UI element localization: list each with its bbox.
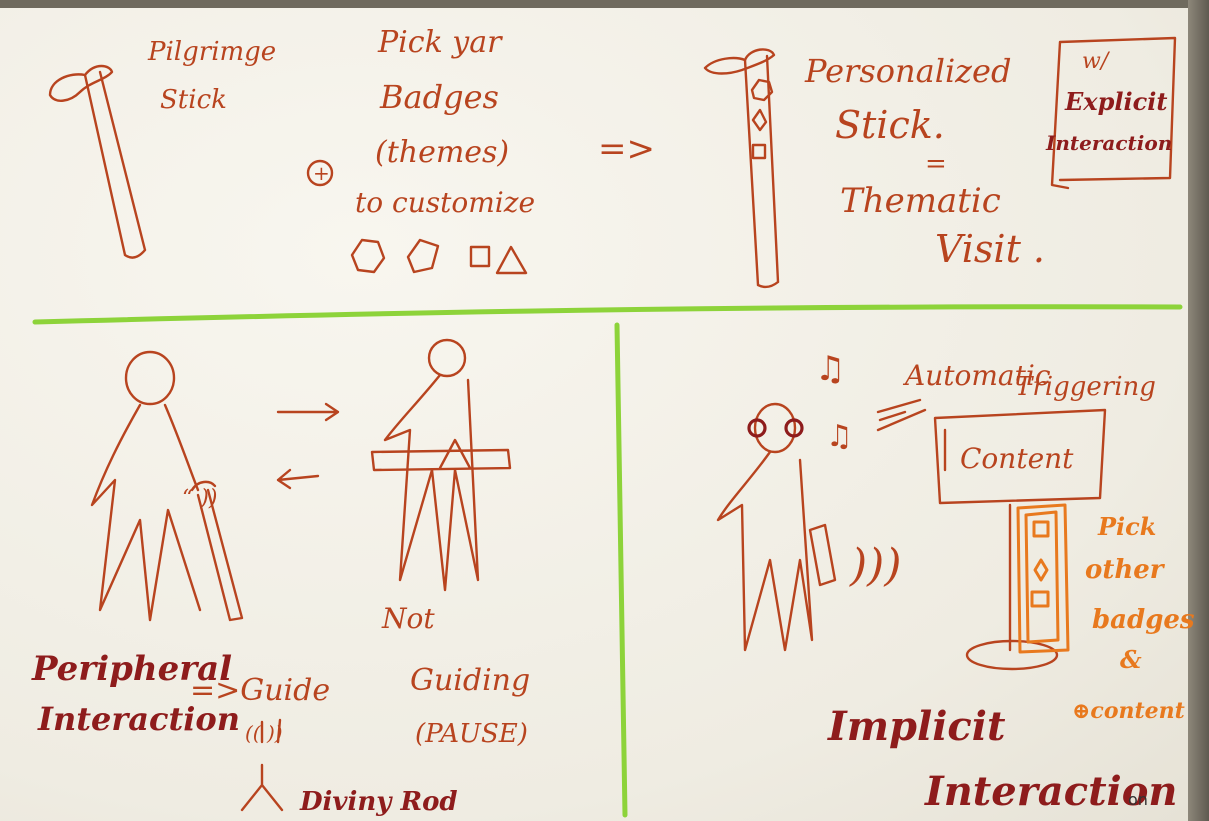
badge-shapes [350, 238, 528, 275]
triangle-badge-icon [495, 245, 528, 275]
slot-square-icon-2 [1030, 590, 1050, 608]
not-guiding-line2: Guiding [410, 663, 530, 698]
implicit-title-line1: Implicit [827, 703, 1006, 750]
music-note-icon-1: ♫ [815, 349, 845, 389]
thematic-line1: Thematic [840, 181, 1001, 221]
signal-waves: ))) [849, 540, 902, 591]
triggering-label: Triggering [1015, 372, 1156, 402]
slot-square-icon-1 [1032, 520, 1050, 538]
slot-diamond-icon [1033, 558, 1049, 582]
badges-label-line3: (themes) [375, 135, 509, 170]
badge-slot-panel [1016, 503, 1070, 654]
interaction-label: Interaction [1045, 131, 1172, 155]
trigger-lines-icon [876, 398, 927, 432]
peripheral-title-line1: Peripheral [31, 649, 232, 689]
horizontal-divider [32, 304, 1183, 325]
stick-label-line1: Pilgrimge [147, 37, 276, 67]
rod-icon [260, 718, 282, 744]
personalized-title-line2: Stick. [835, 103, 945, 147]
automatic-label: Automatic [902, 359, 1051, 392]
content-screen-label: Content [960, 442, 1074, 475]
personalized-title-line1: Personalized [804, 52, 1011, 90]
held-stick-drawing [190, 480, 244, 622]
paper-edge-shadow [1188, 0, 1209, 821]
not-guiding-line1: Not [381, 602, 435, 635]
not-guiding-line3: (PAUSE) [415, 719, 528, 749]
stick-sound-marks: “ )) [182, 486, 217, 511]
plus-circle-icon [306, 159, 334, 187]
pick-label-line4: & [1120, 645, 1142, 674]
stick-hexagon-icon [750, 78, 774, 102]
explicit-label: Explicit [1064, 87, 1167, 116]
stick-label-line2: Stick [160, 85, 227, 115]
vertical-divider [614, 322, 628, 818]
listener-figure [716, 402, 837, 652]
guide-waves: (( )) [245, 721, 283, 745]
hexagon-badge-icon [350, 238, 386, 274]
pentagon-badge-icon [406, 238, 440, 274]
content-kiosk [933, 408, 1107, 671]
arrow-right-icon [276, 402, 340, 422]
pick-label-line1: Pick [1097, 512, 1156, 541]
plus-symbol: + [313, 161, 330, 185]
badges-label-line2: Badges [379, 78, 499, 116]
divining-rod-icon [240, 763, 284, 812]
equals-sign: = [925, 149, 947, 179]
pilgrimage-stick-drawing [48, 64, 147, 259]
pick-label-line3: badges [1092, 605, 1195, 635]
personalized-stick-drawing [703, 48, 780, 289]
stick-square-icon [751, 143, 767, 160]
peripheral-title-line2: Interaction [37, 700, 240, 738]
box-prefix: w/ [1082, 49, 1111, 74]
thematic-line2: Visit . [935, 227, 1045, 271]
watermark-text: on [1128, 790, 1148, 809]
guide-label: =>Guide [190, 673, 330, 708]
implicit-title-line2: Interaction [924, 768, 1178, 815]
square-badge-icon [469, 245, 491, 268]
stick-diamond-icon [751, 108, 768, 132]
standing-person-figure [370, 338, 512, 592]
badges-label-line4: to customize [355, 186, 535, 219]
explicit-interaction-box [1050, 36, 1177, 190]
walking-person-figure [90, 350, 202, 622]
pick-label-line2: other [1085, 555, 1166, 585]
arrow-left-icon [276, 468, 320, 490]
pick-label-line5: ⊕content [1072, 698, 1185, 724]
badges-label-line1: Pick yar [377, 25, 503, 60]
music-note-icon-2: ♫ [826, 419, 853, 454]
transform-arrow: => [598, 129, 655, 169]
divining-rod-label: Diviny Rod [299, 787, 458, 817]
